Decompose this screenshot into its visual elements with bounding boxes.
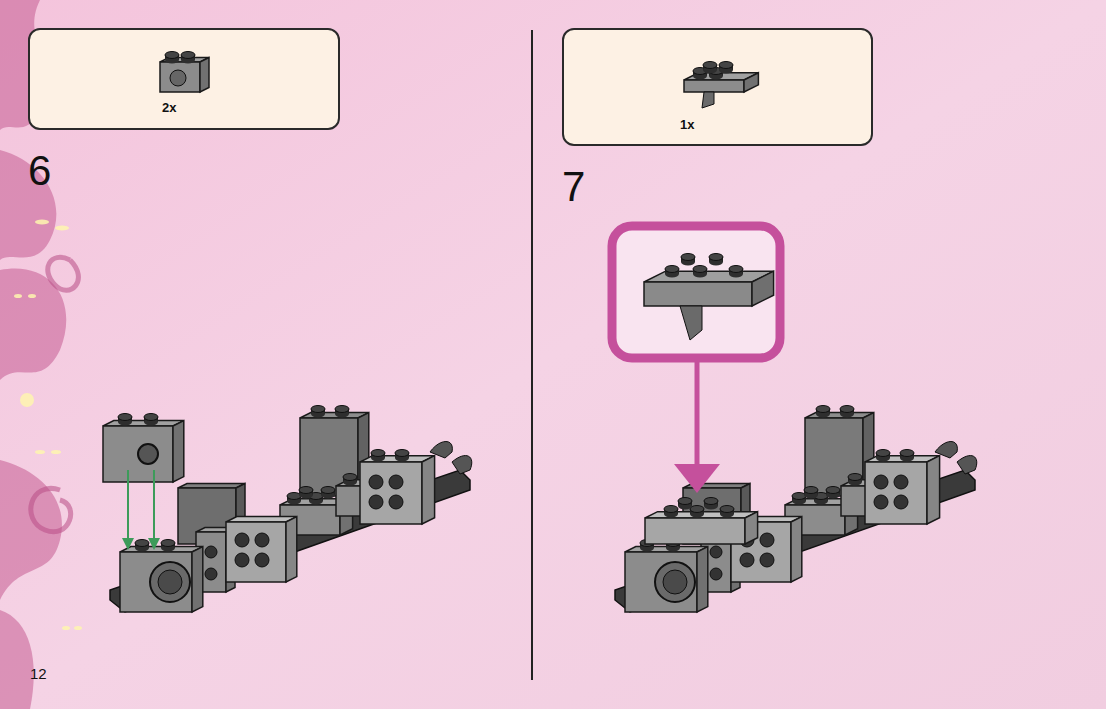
placement-arrows	[122, 470, 160, 550]
glowing-eyes	[14, 220, 82, 631]
parts-callout: 1x	[562, 28, 873, 146]
parts-callout: 2x	[28, 28, 340, 130]
step-divider	[531, 30, 533, 680]
part-count: 2x	[162, 100, 176, 115]
swirls	[31, 257, 79, 531]
page-number: 12	[30, 666, 47, 681]
model-step-6	[103, 406, 472, 613]
zoom-callout	[612, 226, 780, 493]
part-icon	[30, 30, 338, 128]
model-step-7	[615, 406, 977, 613]
step-number: 6	[28, 150, 51, 192]
part-icon	[564, 30, 871, 144]
step-number: 7	[562, 166, 585, 208]
part-count: 1x	[680, 117, 694, 132]
